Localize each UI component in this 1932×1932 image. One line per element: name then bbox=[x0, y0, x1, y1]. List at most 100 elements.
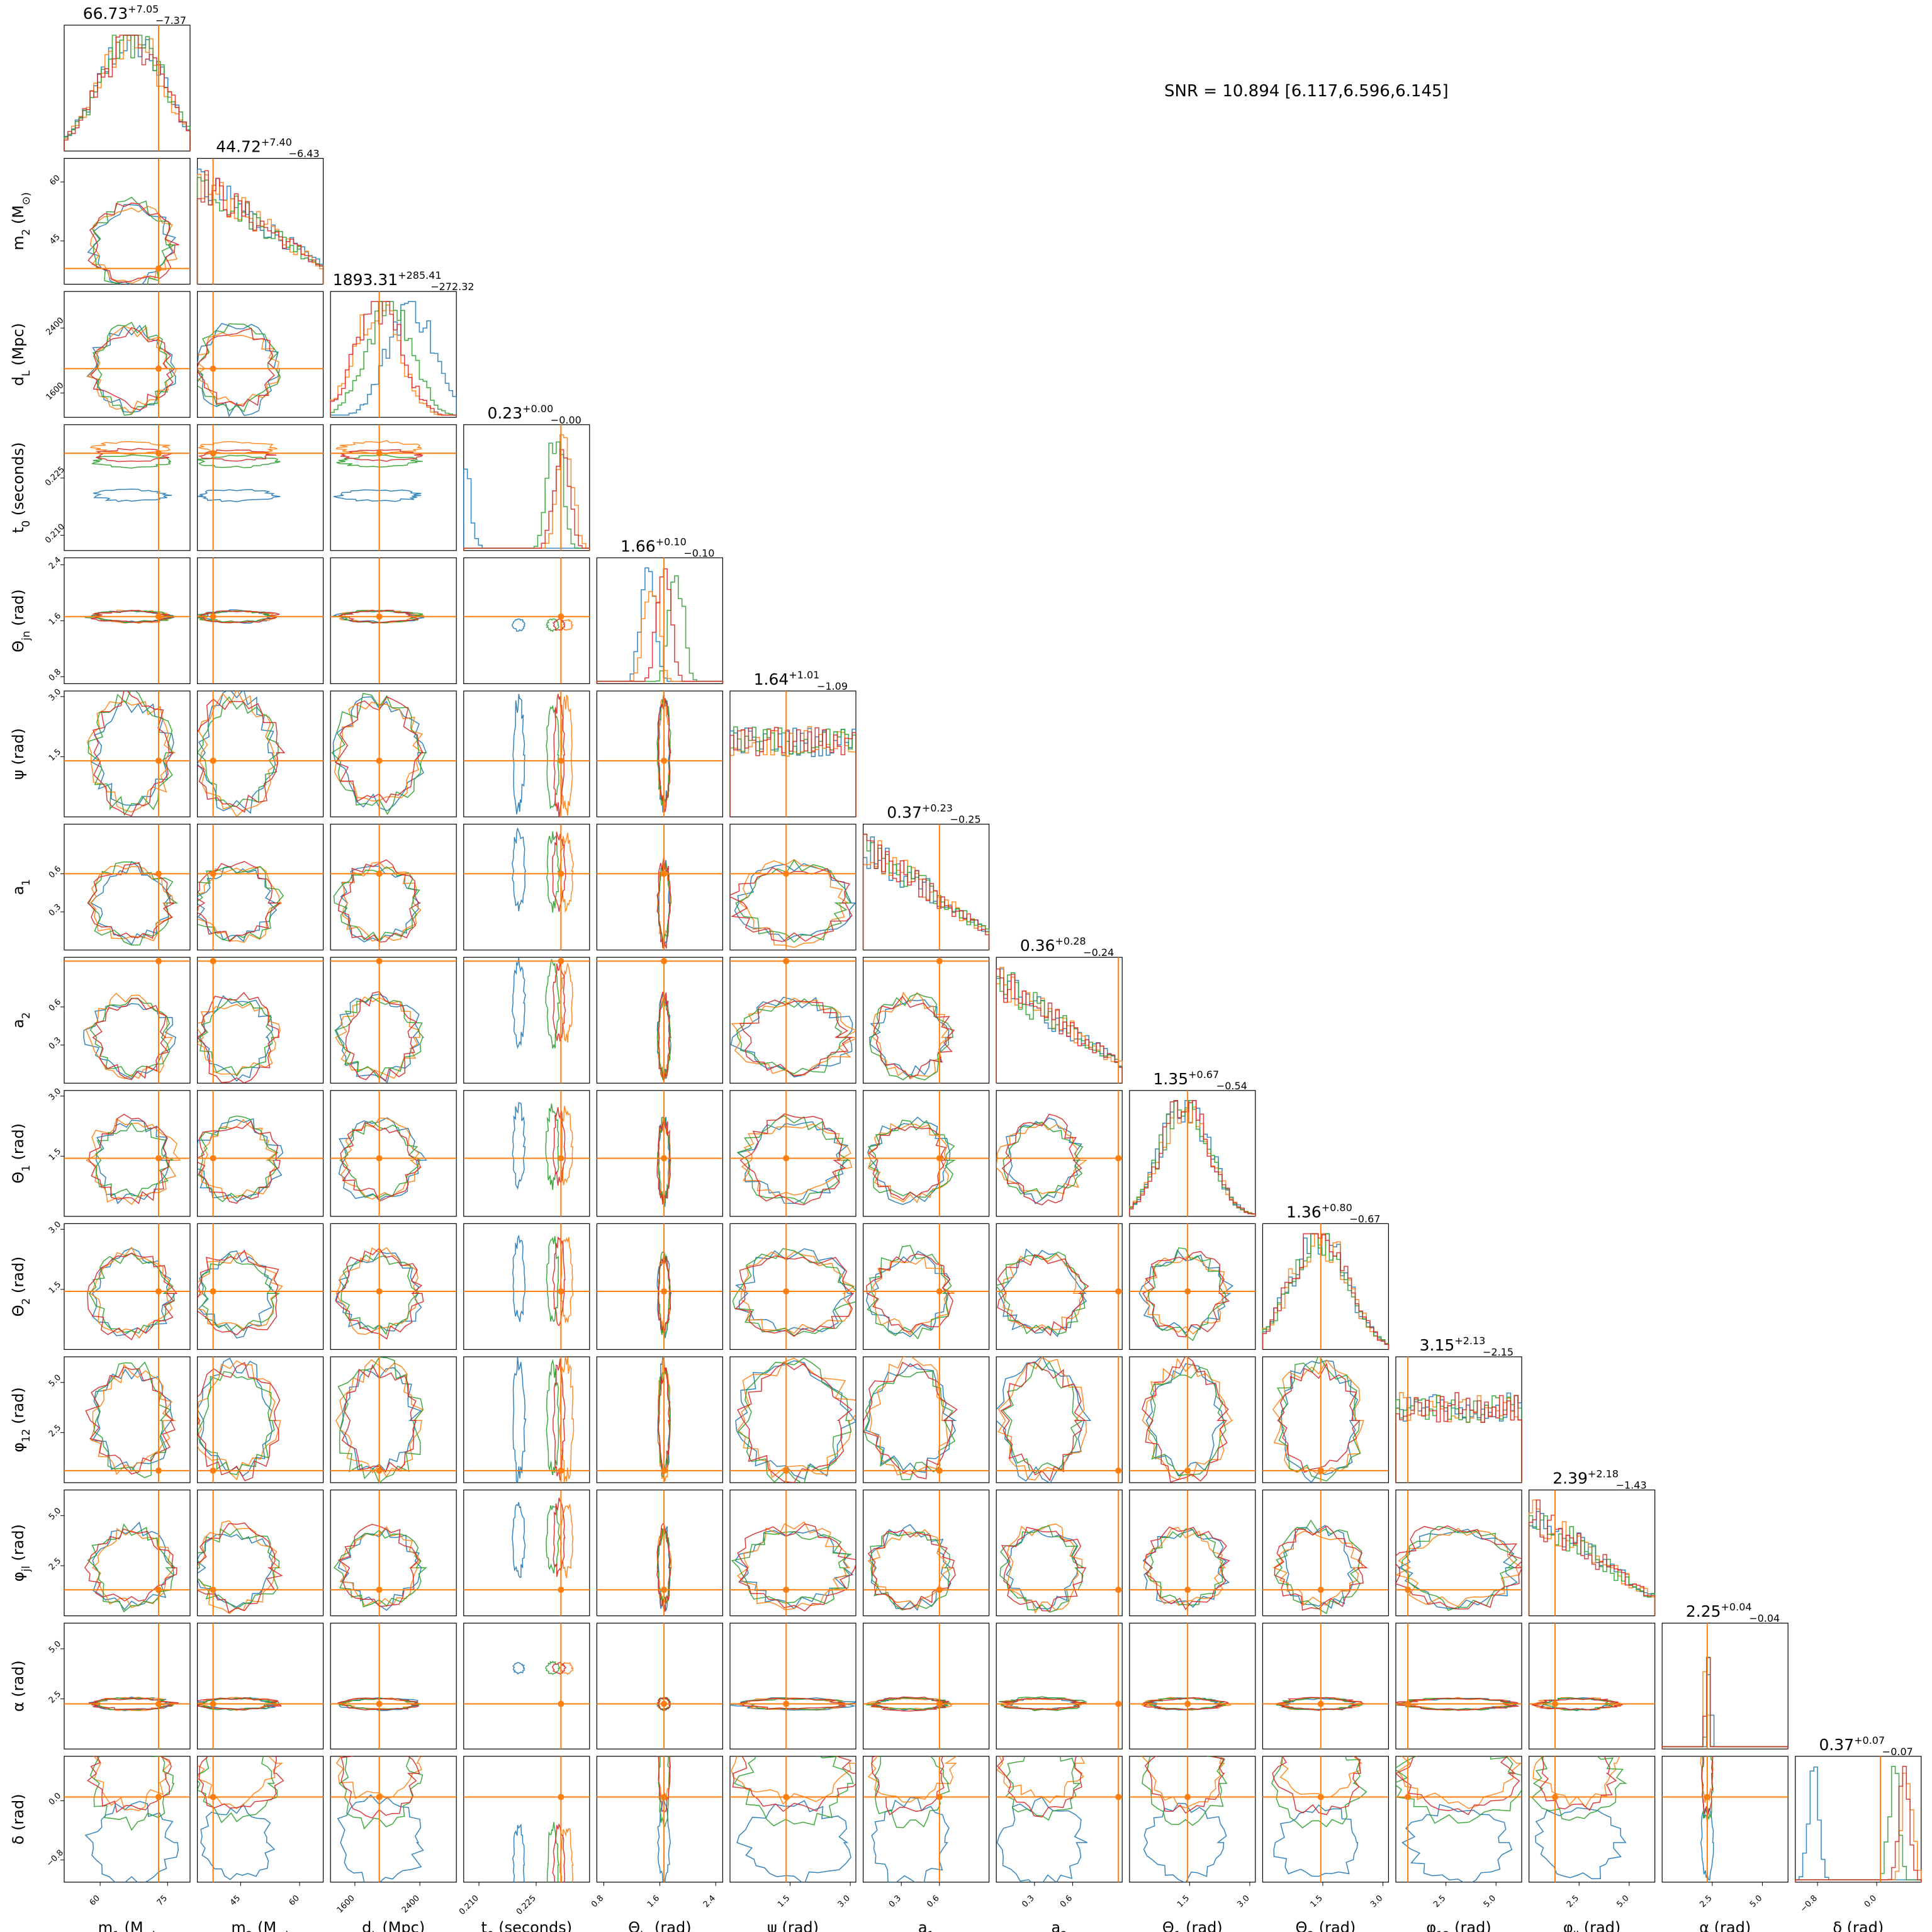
contour-series bbox=[339, 1756, 424, 1830]
histogram-series bbox=[596, 591, 724, 684]
y-tick-label: 1.5 bbox=[47, 1147, 63, 1162]
contour-series bbox=[512, 1234, 526, 1322]
contour-series bbox=[197, 1357, 273, 1477]
truth-marker bbox=[155, 1288, 162, 1295]
contour-series bbox=[89, 441, 171, 455]
panel-frame bbox=[1129, 1090, 1256, 1217]
panel-frame bbox=[64, 1756, 191, 1883]
contour-panel bbox=[596, 1356, 724, 1483]
contour-series bbox=[1001, 1527, 1087, 1612]
x-tick-label: 0.3 bbox=[1020, 1894, 1036, 1909]
contour-series bbox=[333, 866, 420, 943]
panel-title: 44.72+7.40 bbox=[216, 137, 292, 156]
contour-panel bbox=[197, 1356, 324, 1483]
truth-marker bbox=[1184, 1700, 1191, 1707]
contour-series bbox=[656, 1119, 671, 1205]
panel-title-minus: −0.54 bbox=[1216, 1080, 1247, 1092]
panel-frame bbox=[197, 1090, 324, 1217]
contour-series bbox=[1005, 1756, 1081, 1821]
panel-frame bbox=[330, 690, 457, 817]
contour-series bbox=[731, 997, 856, 1076]
y-tick-label: 0.3 bbox=[47, 902, 63, 918]
contour-panel: 1.53.0Θ1 (rad) bbox=[1129, 1756, 1256, 1932]
contour-series bbox=[91, 1368, 174, 1473]
contour-series bbox=[88, 1252, 175, 1334]
truth-marker bbox=[155, 1155, 162, 1162]
contour-panel bbox=[596, 1490, 724, 1617]
x-tick-label: 0.3 bbox=[887, 1894, 903, 1909]
contour-series bbox=[560, 1106, 573, 1186]
histogram-series bbox=[463, 449, 590, 551]
contour-panel bbox=[463, 557, 590, 685]
panel-frame bbox=[64, 25, 191, 152]
contour-panel bbox=[330, 557, 457, 685]
contour-series bbox=[1539, 1756, 1617, 1811]
contour-series bbox=[1396, 1525, 1522, 1610]
x-tick-label: 0.8 bbox=[590, 1894, 605, 1909]
contour-series bbox=[197, 327, 276, 407]
contour-panel bbox=[463, 1223, 590, 1351]
truth-marker bbox=[155, 265, 162, 272]
contour-series bbox=[737, 1357, 856, 1478]
panel-frame bbox=[596, 690, 724, 817]
truth-marker bbox=[558, 1700, 564, 1707]
panel-title-minus: −272.32 bbox=[430, 281, 474, 293]
y-axis-label: φ12 (rad) bbox=[9, 1387, 32, 1452]
y-axis-label: α (rad) bbox=[9, 1660, 27, 1712]
contour-series bbox=[996, 1797, 1088, 1882]
contour-series bbox=[740, 1251, 855, 1334]
truth-marker bbox=[661, 1700, 668, 1707]
panel-frame bbox=[197, 1756, 324, 1883]
truth-marker bbox=[376, 1587, 383, 1593]
contour-series bbox=[1274, 1525, 1368, 1611]
panel-frame bbox=[862, 1622, 990, 1749]
y-axis-label: dL (Mpc) bbox=[9, 323, 32, 386]
truth-marker bbox=[155, 958, 162, 965]
contour-panel bbox=[729, 1090, 856, 1217]
contour-series bbox=[197, 1249, 279, 1336]
panel-frame bbox=[64, 1090, 191, 1217]
x-axis-label: dL (Mpc) bbox=[362, 1919, 425, 1932]
contour-series bbox=[512, 957, 526, 1049]
truth-marker bbox=[558, 1288, 564, 1295]
y-axis-label: a1 bbox=[9, 879, 32, 895]
contour-panel bbox=[330, 1223, 457, 1351]
panel-frame bbox=[1262, 1622, 1390, 1749]
histogram-panel: 0.36+0.28−0.24 bbox=[996, 935, 1123, 1084]
contour-series bbox=[90, 327, 177, 411]
contour-series bbox=[736, 1800, 851, 1882]
panel-frame bbox=[197, 424, 324, 551]
histogram-panel: 2.39+2.18−1.43 bbox=[1528, 1468, 1656, 1617]
contour-series bbox=[1002, 1254, 1084, 1330]
panel-frame bbox=[1395, 1490, 1522, 1617]
contour-series bbox=[552, 618, 566, 631]
panel-frame bbox=[197, 1622, 324, 1749]
histogram-series bbox=[1395, 1392, 1522, 1483]
contour-series bbox=[867, 1756, 958, 1803]
contour-series bbox=[200, 1803, 276, 1880]
panel-frame bbox=[197, 690, 324, 817]
truth-marker bbox=[376, 870, 383, 877]
histogram-series bbox=[64, 35, 191, 151]
truth-marker bbox=[376, 450, 383, 457]
truth-marker bbox=[1184, 1467, 1191, 1474]
contour-panel bbox=[996, 1090, 1123, 1217]
contour-series bbox=[737, 1357, 852, 1483]
histogram-panel: 44.72+7.40−6.43 bbox=[196, 137, 324, 285]
truth-marker bbox=[376, 613, 383, 620]
truth-marker bbox=[376, 958, 383, 965]
contour-series bbox=[656, 855, 671, 949]
truth-marker bbox=[783, 1467, 790, 1474]
truth-marker bbox=[155, 757, 162, 764]
x-tick-label: 1600 bbox=[335, 1894, 357, 1915]
contour-series bbox=[1281, 1360, 1359, 1483]
panel-frame bbox=[330, 291, 457, 418]
panel-title: 3.15+2.13 bbox=[1420, 1335, 1486, 1354]
truth-marker bbox=[1405, 1794, 1412, 1800]
panel-title: 0.37+0.07 bbox=[1819, 1734, 1885, 1754]
contour-series bbox=[546, 831, 560, 913]
truth-marker bbox=[155, 1467, 162, 1474]
contour-series bbox=[1531, 1756, 1627, 1821]
